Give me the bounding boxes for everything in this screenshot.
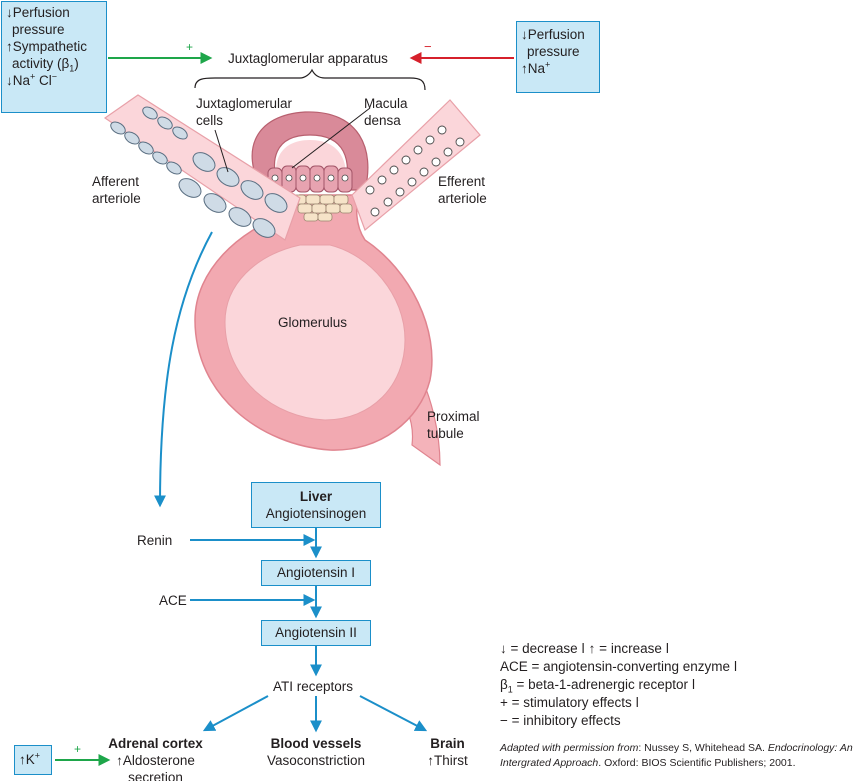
- credit-publisher: . Oxford: BIOS Scientific Publishers; 20…: [598, 757, 796, 769]
- jga-label: Juxtaglomerular apparatus: [228, 51, 388, 66]
- brain-title: Brain: [430, 736, 465, 751]
- afferent-line1: Afferent: [92, 174, 140, 189]
- tl-line5-mid: Cl: [35, 73, 52, 88]
- credit-line: Adapted with permission from: Nussey S, …: [500, 741, 860, 771]
- tr-line2: pressure: [527, 44, 580, 59]
- legend-line4: + = stimulatory effects ǀ: [500, 695, 640, 710]
- legend-line5: − = inhibitory effects: [500, 713, 621, 728]
- tl-line5-sup2: −: [51, 71, 58, 82]
- k-box: ↑K+: [14, 745, 52, 775]
- legend-beta: β: [500, 677, 508, 692]
- jg-cells-label: Juxtaglomerular cells: [196, 95, 292, 129]
- macula-line1: Macula: [364, 96, 408, 111]
- angiotensin-ii-box: Angiotensin II: [261, 620, 371, 646]
- tr-line3-sup: +: [545, 59, 551, 70]
- jga-brace: [194, 68, 426, 91]
- legend-line3: β1 = beta-1-adrenergic receptor ǀ: [500, 676, 737, 694]
- angiotensin-ii-text: Angiotensin II: [275, 625, 357, 640]
- vessels-title: Blood vessels: [270, 736, 362, 751]
- tl-line4: activity (β: [12, 56, 70, 71]
- tl-line5: ↓Na: [6, 73, 31, 88]
- brain-target: Brain ↑Thirst: [420, 735, 475, 769]
- proximal-tubule-label: Proximal tubule: [427, 408, 480, 442]
- glomerulus-label: Glomerulus: [278, 315, 348, 330]
- k-text: ↑K: [19, 752, 35, 767]
- tr-line1: ↓Perfusion: [521, 27, 585, 42]
- top-left-stimulus-box: ↓Perfusion pressure ↑Sympathetic activit…: [1, 1, 107, 113]
- glomerulus-inner: [224, 244, 406, 421]
- angiotensin-i-box: Angiotensin I: [261, 560, 371, 586]
- tr-line3: ↑Na: [521, 61, 546, 76]
- jg-cells-line2: cells: [196, 113, 224, 128]
- adrenal-title: Adrenal cortex: [108, 736, 203, 751]
- efferent-label: Efferent arteriole: [438, 173, 487, 207]
- credit-title: Endocrinology: An Intergrated Approach: [500, 742, 853, 769]
- tl-line4-sub: 1: [69, 63, 75, 74]
- tl-line5-sup: +: [30, 71, 36, 82]
- afferent-line2: arteriole: [92, 191, 141, 206]
- credit-adapted: Adapted with permission from: [500, 742, 639, 754]
- legend-line1: ↓ = decrease ǀ ↑ = increase ǀ: [500, 641, 670, 656]
- legend: ↓ = decrease ǀ ↑ = increase ǀ ACE = angi…: [500, 640, 737, 730]
- k-sup: +: [34, 750, 41, 761]
- legend-beta-text: = beta-1-adrenergic receptor ǀ: [512, 677, 696, 692]
- brain-sub: ↑Thirst: [427, 753, 468, 768]
- vessels-sub: Vasoconstriction: [266, 753, 366, 768]
- proximal-line2: tubule: [427, 426, 464, 441]
- renin-label: Renin: [137, 533, 173, 548]
- adrenal-sub2: secretion: [128, 770, 183, 781]
- vessels-target: Blood vessels Vasoconstriction: [260, 735, 372, 769]
- top-right-stimulus-box: ↓Perfusion pressure ↑Na+: [516, 21, 600, 93]
- liver-title: Liver: [299, 489, 333, 504]
- ati-receptors-label: ATI receptors: [273, 679, 354, 694]
- credit-authors: : Nussey S, Whitehead SA.: [638, 742, 768, 754]
- legend-beta-sub: 1: [507, 684, 513, 695]
- legend-line2: ACE = angiotensin-converting enzyme ǀ: [500, 659, 738, 674]
- efferent-arteriole: [351, 99, 481, 232]
- liver-box: Liver Angiotensinogen: [251, 482, 381, 528]
- tl-line2: pressure: [12, 22, 65, 37]
- minus-sign-top: −: [424, 39, 432, 54]
- plus-sign-bottom: +: [74, 742, 82, 756]
- ace-label: ACE: [159, 593, 187, 608]
- adrenal-sub1: ↑Aldosterone: [116, 753, 195, 768]
- liver-sub: Angiotensinogen: [265, 506, 367, 521]
- proximal-line1: Proximal: [427, 409, 480, 424]
- tl-line4-end: ): [74, 56, 79, 71]
- efferent-wall-cells: [365, 125, 465, 217]
- tl-line3: ↑Sympathetic: [6, 39, 88, 54]
- angiotensin-i-text: Angiotensin I: [276, 565, 356, 580]
- plus-sign-top: +: [186, 40, 194, 54]
- afferent-wall-cells: [110, 106, 288, 238]
- macula-line2: densa: [364, 113, 401, 128]
- efferent-line1: Efferent: [438, 174, 486, 189]
- afferent-label: Afferent arteriole: [92, 173, 141, 207]
- tl-line1: ↓Perfusion: [6, 5, 70, 20]
- adrenal-target: Adrenal cortex ↑Aldosterone secretion: [103, 735, 208, 781]
- macula-label: Macula densa: [364, 95, 408, 129]
- efferent-line2: arteriole: [438, 191, 487, 206]
- jg-cells-line1: Juxtaglomerular: [196, 96, 293, 111]
